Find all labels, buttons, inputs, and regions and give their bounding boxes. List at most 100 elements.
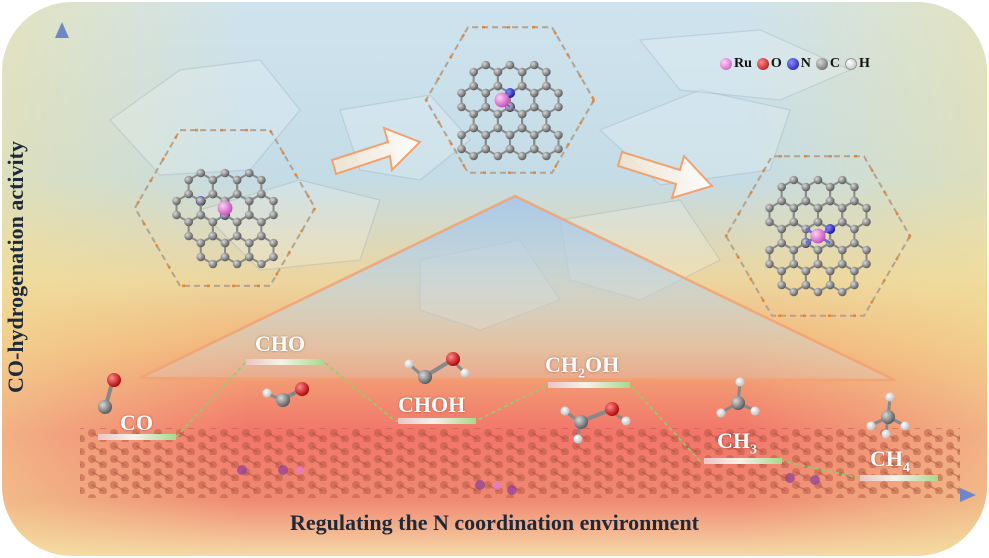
carbon-atom [850, 238, 859, 248]
carbon-atom [542, 67, 551, 77]
carbon-atom [837, 287, 847, 297]
carbon-atom [269, 252, 278, 262]
legend-item-o: O [756, 56, 782, 72]
energy-profile [98, 359, 938, 481]
carbon-atom [837, 259, 847, 269]
carbon-atom [172, 196, 181, 206]
carbon-atom [481, 88, 491, 98]
carbon-atom [765, 245, 774, 255]
carbon-atom [813, 287, 823, 297]
carbon-atom [184, 189, 193, 199]
state-label-co: CO [120, 410, 153, 435]
state-label-cho: CHO [255, 331, 306, 356]
carbon-atom [554, 144, 563, 154]
carbon-atom [542, 151, 551, 161]
carbon-atom [517, 151, 527, 161]
carbon-atom [777, 238, 786, 248]
carbon-atom [850, 280, 859, 290]
carbon-atom [493, 123, 503, 133]
substrate-dopants [237, 465, 820, 495]
carbon-atom [529, 60, 539, 70]
carbon-atom [232, 217, 242, 227]
carbon-atom [765, 217, 774, 227]
carbon-atom [196, 168, 206, 178]
molecule-cho [262, 382, 309, 407]
carbon-atom [244, 196, 254, 206]
catalyst-ru-n2-structure [133, 128, 317, 288]
ru-atom-icon [720, 58, 732, 70]
activity-volcano [139, 194, 896, 382]
carbon-atom [469, 81, 478, 91]
carbon-atom [789, 217, 799, 227]
carbon-atom [862, 259, 871, 269]
carbon-atom [469, 151, 478, 161]
graphene-substrate [80, 428, 960, 498]
ruthenium-atom [810, 228, 826, 244]
legend-item-ru: Ru [720, 56, 752, 72]
carbon-atom [850, 266, 859, 276]
level-ch3 [704, 458, 782, 464]
carbon-atom [862, 245, 871, 255]
carbon-atom [257, 175, 266, 185]
carbon-atom [517, 81, 527, 91]
carbon-atom [469, 109, 478, 119]
legend-item-h: H [845, 56, 870, 72]
carbon-atom [765, 203, 774, 213]
carbon-atom [257, 231, 266, 241]
carbon-atom [493, 109, 503, 119]
carbon-atom [269, 238, 278, 248]
carbon-atom [457, 88, 466, 98]
level-choh [398, 418, 476, 424]
molecule-co [98, 373, 121, 414]
carbon-atom [801, 266, 811, 276]
carbon-atom [220, 238, 230, 248]
carbon-atom [208, 189, 218, 199]
carbon-atom [529, 88, 539, 98]
state-label-ch4: CH4 [870, 446, 910, 476]
carbon-atom [837, 175, 847, 185]
structure-edge-highlight [424, 26, 596, 174]
carbon-atom [232, 259, 242, 269]
carbon-atom [777, 266, 786, 276]
carbon-atom [813, 245, 823, 255]
carbon-atom [244, 210, 254, 220]
carbon-atom [469, 123, 478, 133]
carbon-atom [801, 182, 811, 192]
carbon-atom [208, 231, 218, 241]
legend-label-ru: Ru [734, 56, 752, 71]
carbon-atom [232, 231, 242, 241]
carbon-atom [493, 151, 503, 161]
carbon-atom [542, 109, 551, 119]
carbon-atom [801, 196, 811, 206]
legend-item-n: N [786, 56, 811, 72]
carbon-atom [777, 224, 786, 234]
legend-label-o: O [770, 56, 782, 71]
level-ch4 [860, 475, 938, 481]
carbon-atom [837, 245, 847, 255]
carbon-atom [813, 259, 823, 269]
ruthenium-atom [217, 200, 233, 216]
carbon-atom [481, 144, 491, 154]
carbon-atom [493, 67, 503, 77]
carbon-atom [789, 287, 799, 297]
carbon-atom [850, 182, 859, 192]
carbon-atom [172, 210, 181, 220]
level-ch2oh [548, 382, 630, 388]
carbon-atom [457, 102, 466, 112]
carbon-atom [789, 259, 799, 269]
carbon-atom [825, 182, 835, 192]
carbon-atom [529, 130, 539, 140]
carbon-atom [257, 259, 266, 269]
x-axis-label: Regulating the N coordination environmen… [289, 510, 700, 535]
carbon-atom [457, 144, 466, 154]
carbon-atom [554, 130, 563, 140]
carbon-atom [862, 203, 871, 213]
level-co [98, 434, 176, 440]
molecule-ch4 [866, 392, 910, 439]
carbon-atom [789, 175, 799, 185]
carbon-atom [777, 280, 786, 290]
carbon-atom [505, 130, 515, 140]
carbon-atom [777, 196, 786, 206]
carbon-atom [542, 81, 551, 91]
